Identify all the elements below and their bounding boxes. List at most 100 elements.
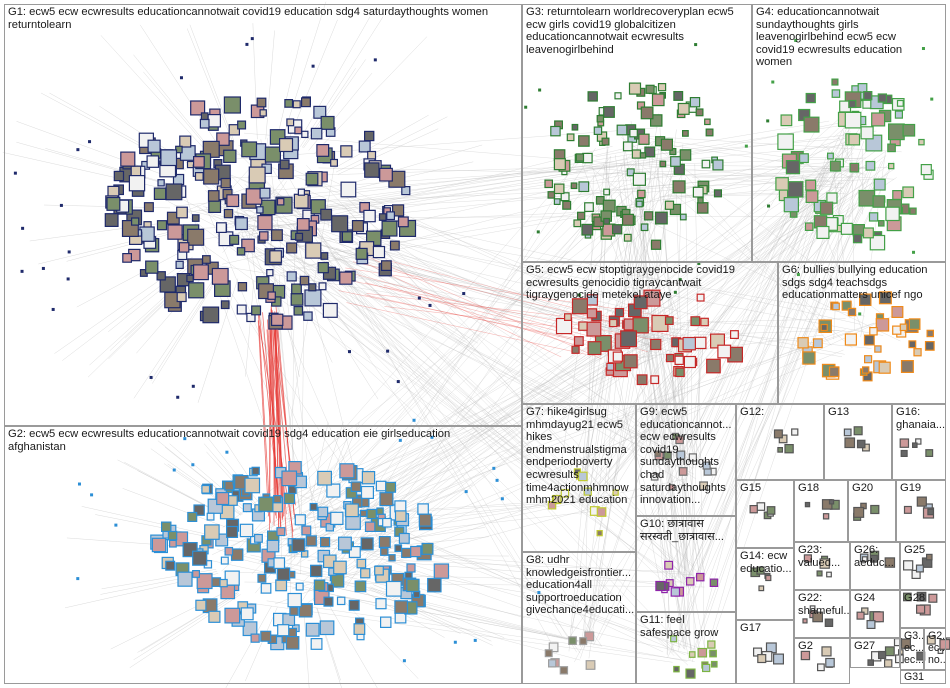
node [464, 490, 468, 494]
edge [249, 602, 673, 663]
node [853, 426, 863, 436]
node [614, 307, 625, 318]
edge [351, 172, 858, 535]
node [552, 494, 562, 504]
edge [258, 220, 691, 488]
node [632, 172, 647, 186]
node [824, 618, 834, 627]
edge [303, 608, 310, 688]
node [682, 336, 696, 351]
node [650, 239, 662, 250]
node [229, 234, 240, 245]
edge [100, 35, 208, 153]
edge [311, 224, 603, 647]
node [649, 114, 663, 127]
node [688, 453, 698, 462]
node [396, 380, 400, 384]
group-label-g9: G9: ecw5 educationcannot... ecw ecwresul… [640, 406, 732, 507]
node [305, 172, 319, 186]
node [584, 202, 594, 213]
node [553, 158, 566, 171]
node [701, 663, 711, 673]
node [679, 149, 692, 161]
node [202, 255, 211, 264]
node [573, 219, 582, 228]
group-label-g14: G14: ecw educatio... [740, 550, 792, 575]
node [820, 323, 828, 332]
node [122, 253, 133, 263]
node [237, 120, 247, 130]
edge [673, 330, 840, 336]
node [581, 223, 594, 236]
node [244, 477, 261, 494]
node [562, 200, 572, 210]
node [553, 198, 561, 206]
node [675, 435, 684, 445]
edge [329, 605, 378, 688]
node [670, 156, 681, 167]
node [821, 646, 832, 657]
node [713, 189, 723, 198]
node [492, 466, 496, 470]
node [246, 312, 256, 323]
group-box-g17: G17 [736, 620, 794, 684]
group-label-g22: G22: shameful... [798, 592, 850, 617]
node [248, 166, 266, 184]
node [911, 442, 918, 449]
group-box-g1: G1: ecw5 ecw ecwresults educationcannotw… [4, 4, 522, 426]
edge [590, 174, 825, 511]
node [816, 225, 830, 239]
node [291, 283, 302, 295]
node [612, 351, 623, 362]
edge [631, 212, 901, 342]
node [266, 269, 274, 277]
node [772, 653, 784, 665]
node [76, 148, 80, 152]
edge [207, 203, 651, 340]
node [664, 316, 674, 325]
node [380, 547, 389, 556]
edge [337, 128, 439, 175]
node [392, 204, 405, 217]
group-label-g30: G3... ec... ec... [904, 630, 924, 666]
node [228, 124, 240, 136]
group-box-g15: G15 [736, 480, 794, 548]
node [664, 200, 675, 210]
node [201, 484, 211, 494]
node [869, 234, 886, 251]
node [867, 659, 875, 666]
edge [662, 147, 832, 346]
node [902, 123, 916, 137]
node [204, 524, 220, 540]
node [276, 198, 285, 206]
node [791, 428, 799, 436]
node [366, 508, 377, 520]
node [900, 449, 908, 458]
node [757, 653, 767, 664]
node [622, 141, 633, 152]
edge [179, 210, 598, 515]
group-label-g4: G4: educationcannotwait sundaythoughts g… [756, 6, 903, 69]
node [410, 545, 422, 558]
node [573, 336, 584, 347]
node [251, 466, 260, 476]
edge [205, 190, 583, 504]
group-label-g20: G20 [852, 482, 874, 494]
node [240, 607, 254, 621]
node [330, 511, 344, 525]
group-box-g31: G31 [900, 670, 946, 684]
node [106, 196, 121, 211]
node [333, 560, 347, 575]
node [382, 517, 392, 528]
group-label-g6: G6: bullies bullying education sdgs sdg4… [782, 264, 928, 302]
edge [364, 294, 584, 342]
node [305, 242, 322, 259]
node [165, 560, 176, 571]
edge [648, 352, 668, 656]
node [668, 484, 675, 491]
node [863, 355, 873, 364]
group-box-g24: G24 [850, 590, 900, 638]
node [143, 202, 154, 213]
edge [636, 131, 645, 346]
node [360, 537, 374, 551]
